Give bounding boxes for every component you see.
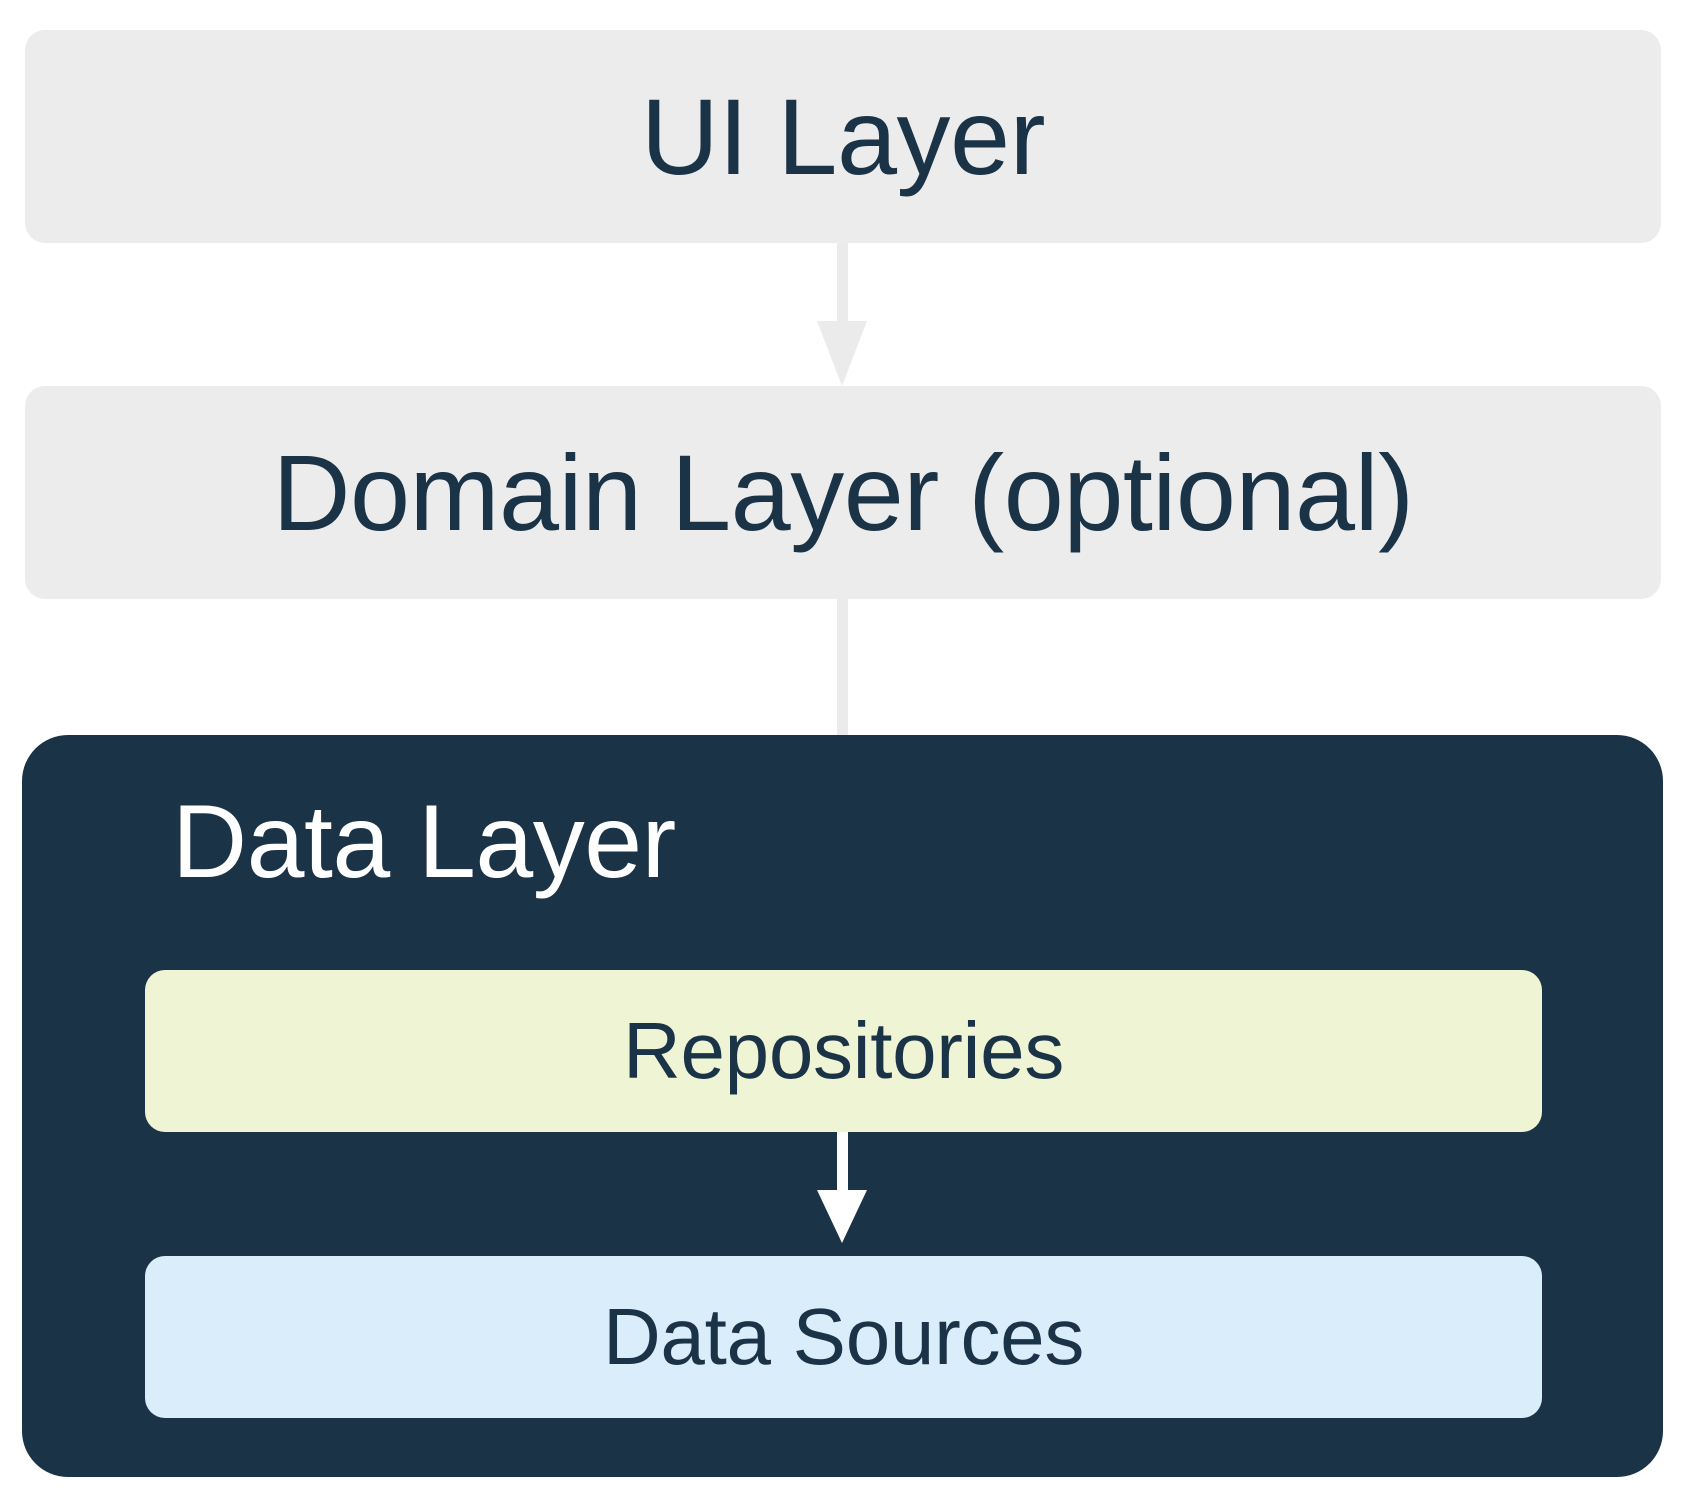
arrow-shaft-outer [836, 599, 848, 736]
data-sources-label: Data Sources [602, 1292, 1085, 1381]
data-sources-node: Data Sources [145, 1256, 1542, 1418]
arrow-head [817, 321, 867, 386]
repositories-label: Repositories [622, 1006, 1065, 1095]
data-layer-label: Data Layer [172, 784, 676, 900]
arrow-ui-to-domain-icon [817, 243, 867, 386]
ui-layer-label: UI Layer [640, 75, 1046, 197]
domain-layer-node: Domain Layer (optional) [25, 386, 1661, 599]
repositories-node: Repositories [145, 970, 1542, 1132]
arrow-shaft [836, 243, 848, 321]
ui-layer-node: UI Layer [25, 30, 1661, 243]
data-layer-node: Data Layer Repositories Data Sources [22, 735, 1663, 1477]
domain-layer-label: Domain Layer (optional) [272, 431, 1414, 553]
